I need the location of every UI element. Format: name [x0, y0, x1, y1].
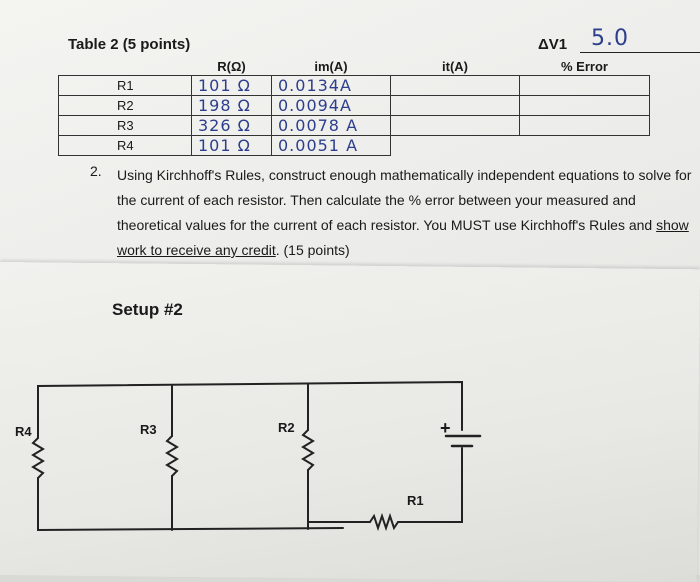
r2-resistor — [301, 429, 315, 471]
setup-title: Setup #2 — [112, 300, 183, 319]
r3-resistor — [165, 435, 179, 477]
row-name: R3 — [58, 115, 192, 136]
question-body: Using Kirchhoff's Rules, construct enoug… — [117, 167, 692, 233]
r1-right-wire — [397, 447, 463, 523]
row-resistance: 198 Ω — [191, 95, 272, 116]
delta-v-value: 5.0 — [591, 26, 629, 51]
table-row: R1 101 Ω 0.0134A — [58, 75, 650, 96]
table-row: R3 326 Ω 0.0078 A — [58, 115, 650, 136]
header-percent-error: % Error — [561, 59, 608, 74]
delta-v-underline — [580, 52, 700, 53]
table-row: R4 101 Ω 0.0051 A — [58, 135, 650, 156]
header-resistance: R(Ω) — [217, 59, 246, 74]
r1-resistor — [369, 512, 399, 532]
row-measured-current: 0.0051 A — [271, 135, 391, 156]
delta-v-label: ΔV1 — [538, 36, 568, 53]
row-name: R1 — [58, 75, 192, 96]
r4-resistor — [31, 437, 45, 479]
table-header-row: R(Ω) im(A) it(A) % Error — [59, 58, 650, 76]
r4-lower-wire — [37, 477, 344, 532]
r4-label: R4 — [15, 424, 32, 439]
row-resistance: 101 Ω — [191, 135, 272, 156]
r1-label: R1 — [407, 493, 424, 508]
battery-plus-label: + — [440, 418, 451, 438]
row-percent-error — [519, 115, 650, 136]
header-measured-current: im(A) — [314, 59, 348, 74]
question-number: 2. — [90, 163, 102, 179]
data-table: R(Ω) im(A) it(A) % Error R1 101 Ω 0.0134… — [58, 58, 650, 156]
question-text: Using Kirchhoff's Rules, construct enoug… — [117, 163, 700, 263]
r3-label: R3 — [140, 422, 157, 437]
table-row: R2 198 Ω 0.0094A — [58, 95, 650, 116]
question-emphasis: show work to receive any credit — [117, 217, 689, 258]
table-title: Table 2 (5 points) — [68, 36, 191, 53]
header-theoretical-current: it(A) — [442, 59, 468, 74]
question-points: . (15 points) — [275, 242, 350, 258]
row-theoretical-current — [390, 135, 520, 156]
top-wire — [37, 380, 463, 431]
row-resistance: 326 Ω — [191, 115, 272, 136]
row-measured-current: 0.0078 A — [271, 115, 391, 136]
r2-label: R2 — [278, 420, 295, 435]
